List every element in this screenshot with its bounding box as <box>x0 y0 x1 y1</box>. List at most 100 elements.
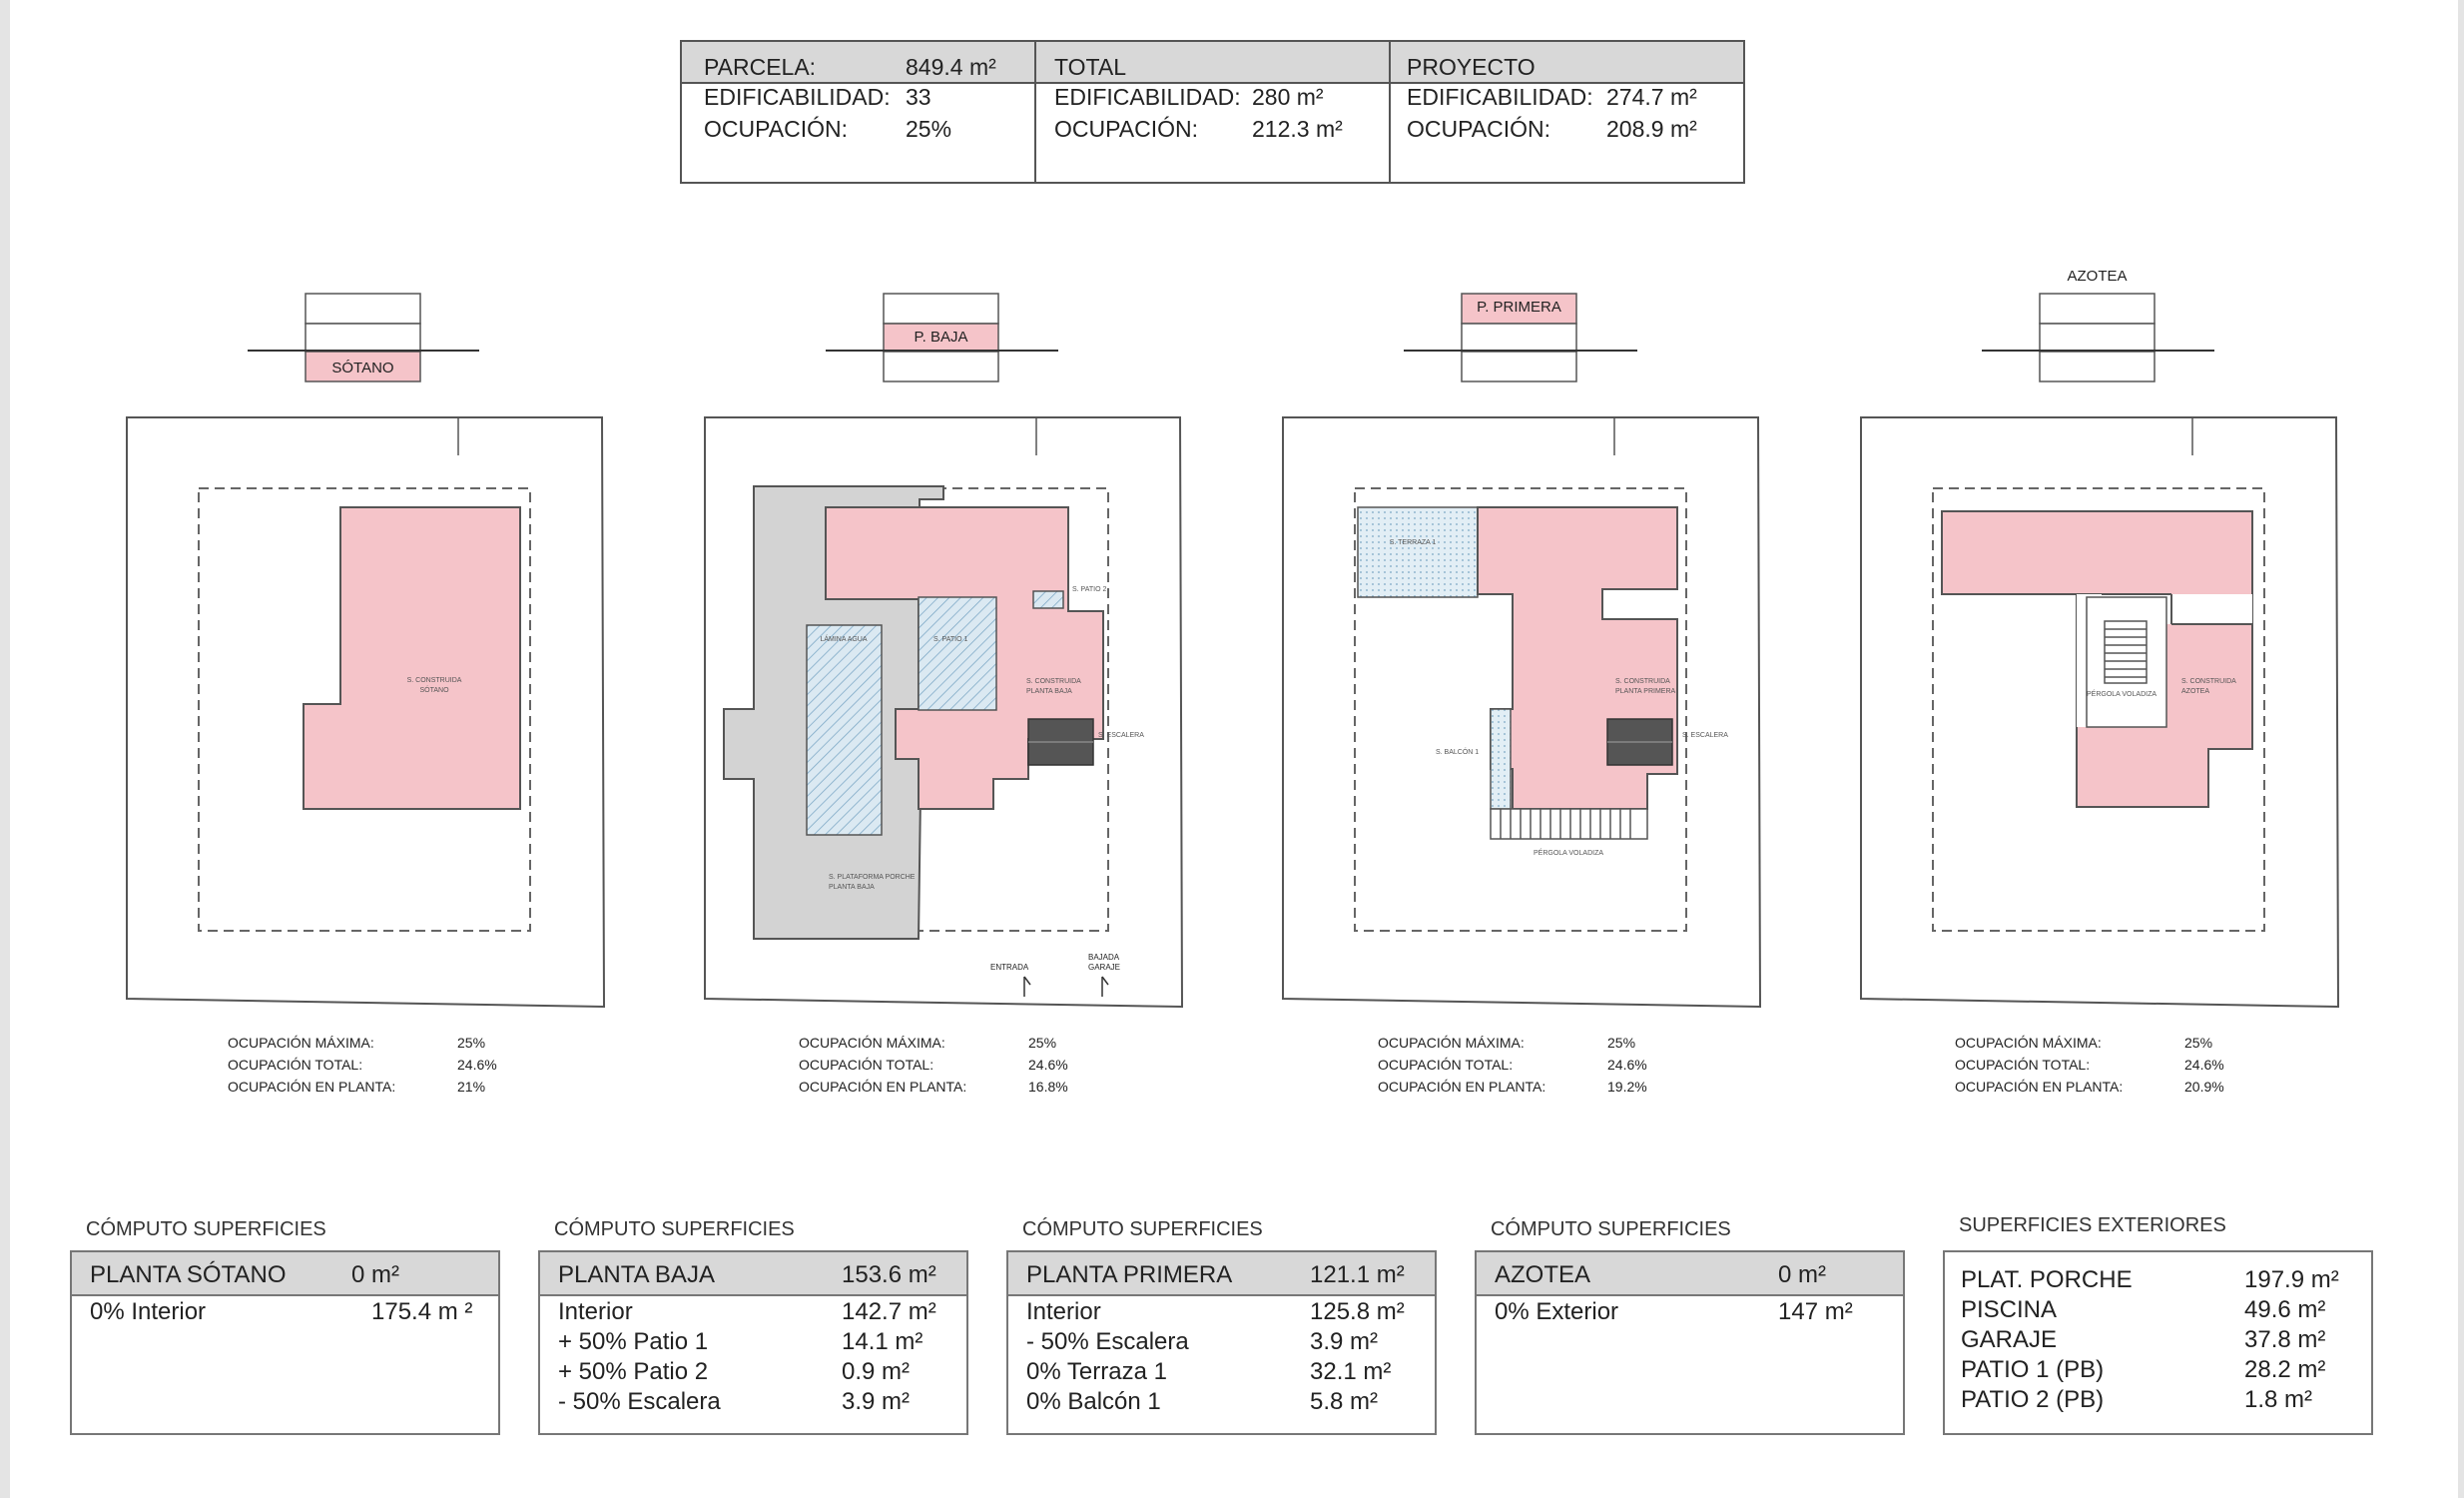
computo-row-label: - 50% Escalera <box>1026 1328 1189 1355</box>
bajada-label: BAJADA <box>1088 953 1120 962</box>
occ-total-label: OCUPACIÓN TOTAL: <box>1955 1057 2091 1073</box>
computo-box-baja: PLANTA BAJA 153.6 m² Interior 142.7 m² +… <box>538 1250 968 1435</box>
exteriores-box: PLAT. PORCHE 197.9 m² PISCINA 49.6 m² GA… <box>1943 1250 2373 1435</box>
svg-text:S. PATIO 1: S. PATIO 1 <box>933 636 967 643</box>
computo-box-head: PLANTA PRIMERA 121.1 m² <box>1008 1252 1435 1296</box>
computo-heading-azotea: CÓMPUTO SUPERFICIES <box>1491 1218 1731 1240</box>
plan-azotea: PÉRGOLA VOLADIZA S. CONSTRUIDA AZOTEA <box>1860 416 2340 1009</box>
computo-title: PLANTA SÓTANO <box>90 1261 287 1288</box>
computo-row-value: 147 m² <box>1778 1298 1853 1325</box>
svg-text:S. CONSTRUIDA: S. CONSTRUIDA <box>407 677 462 684</box>
computo-title: PLANTA BAJA <box>558 1261 715 1288</box>
computo-title: AZOTEA <box>1495 1261 1591 1288</box>
occ-max-label: OCUPACIÓN MÁXIMA: <box>1955 1035 2102 1051</box>
svg-text:S. BALCÓN 1: S. BALCÓN 1 <box>1436 747 1479 756</box>
parcela-edif-label: EDIFICABILIDAD: <box>704 84 891 110</box>
occ-total-label: OCUPACIÓN TOTAL: <box>799 1057 934 1073</box>
total-ocup-value: 212.3 m² <box>1252 116 1343 142</box>
svg-text:AZOTEA: AZOTEA <box>2181 688 2209 695</box>
total-edif-label: EDIFICABILIDAD: <box>1054 84 1241 110</box>
summary-head <box>682 42 1034 84</box>
floor-plans: S. CONSTRUIDA SÓTANO LÁMINA AGUA S. PLAT… <box>126 293 2340 1009</box>
occ-max-value: 25% <box>1028 1035 1057 1051</box>
occ-max-label: OCUPACIÓN MÁXIMA: <box>228 1035 374 1051</box>
svg-text:S. PLATAFORMA PORCHE: S. PLATAFORMA PORCHE <box>829 874 916 881</box>
computo-box-head: AZOTEA 0 m² <box>1477 1252 1903 1296</box>
svg-text:S. PATIO 2: S. PATIO 2 <box>1072 586 1106 593</box>
occ-max-value: 25% <box>1607 1035 1636 1051</box>
computo-title: PLANTA PRIMERA <box>1026 1261 1233 1288</box>
level-label-primera: P. PRIMERA <box>1477 299 1561 316</box>
occ-planta-value: 19.2% <box>1607 1079 1647 1095</box>
svg-text:S. CONSTRUIDA: S. CONSTRUIDA <box>2181 678 2236 685</box>
exteriores-row-value: 28.2 m² <box>2244 1356 2326 1383</box>
exteriores-row-label: PLAT. PORCHE <box>1961 1266 2133 1293</box>
svg-text:SÓTANO: SÓTANO <box>419 685 449 694</box>
computo-box-head: PLANTA BAJA 153.6 m² <box>540 1252 966 1296</box>
exteriores-row-label: PATIO 1 (PB) <box>1961 1356 2105 1383</box>
svg-text:PLANTA BAJA: PLANTA BAJA <box>829 884 875 891</box>
entrada-label: ENTRADA <box>990 963 1029 972</box>
proyecto-edif-value: 274.7 m² <box>1606 84 1697 110</box>
total-edif-value: 280 m² <box>1252 84 1324 110</box>
plan-primera: S. TERRAZA 1 S. CONSTRUIDA PLANTA PRIMER… <box>1282 416 1762 1009</box>
svg-text:PÉRGOLA VOLADIZA: PÉRGOLA VOLADIZA <box>1534 848 1603 857</box>
occ-planta-value: 16.8% <box>1028 1079 1068 1095</box>
occ-total-label: OCUPACIÓN TOTAL: <box>228 1057 363 1073</box>
exteriores-row-value: 37.8 m² <box>2244 1326 2326 1353</box>
level-indicator-baja <box>826 293 1058 382</box>
occ-max-label: OCUPACIÓN MÁXIMA: <box>1378 1035 1525 1051</box>
computo-box-primera: PLANTA PRIMERA 121.1 m² Interior 125.8 m… <box>1006 1250 1437 1435</box>
computo-box-head: PLANTA SÓTANO 0 m² <box>72 1252 498 1296</box>
computo-title-value: 0 m² <box>351 1261 399 1288</box>
parcela-ocup-label: OCUPACIÓN: <box>704 116 848 142</box>
level-label-baja: P. BAJA <box>914 329 968 346</box>
exteriores-row-value: 1.8 m² <box>2244 1386 2313 1413</box>
occ-total-value: 24.6% <box>1607 1057 1647 1073</box>
occ-total-label: OCUPACIÓN TOTAL: <box>1378 1057 1514 1073</box>
computo-box-azotea: AZOTEA 0 m² 0% Exterior 147 m² <box>1475 1250 1905 1435</box>
plan-sotano: S. CONSTRUIDA SÓTANO <box>126 416 606 1009</box>
occ-total-value: 24.6% <box>457 1057 497 1073</box>
level-indicator-azotea <box>1982 293 2214 382</box>
computo-row-value: 0.9 m² <box>842 1358 911 1385</box>
parcela-edif-value: 33 <box>906 84 931 110</box>
total-label: TOTAL <box>1054 54 1126 80</box>
occ-planta-label: OCUPACIÓN EN PLANTA: <box>228 1079 396 1095</box>
garaje-label: GARAJE <box>1088 963 1121 972</box>
svg-text:S. TERRAZA 1: S. TERRAZA 1 <box>1390 539 1437 546</box>
occ-max-value: 25% <box>457 1035 486 1051</box>
computo-row-value: 5.8 m² <box>1310 1388 1379 1415</box>
summary-table: PARCELA: 849.4 m² EDIFICABILIDAD: 33 OCU… <box>680 40 1745 184</box>
summary-proyecto: PROYECTO EDIFICABILIDAD: 274.7 m² OCUPAC… <box>1389 42 1743 182</box>
svg-text:S. CONSTRUIDA: S. CONSTRUIDA <box>1615 678 1670 685</box>
computo-row-value: 3.9 m² <box>1310 1328 1379 1355</box>
exteriores-row-value: 197.9 m² <box>2244 1266 2339 1293</box>
parcela-value: 849.4 m² <box>906 54 996 80</box>
exteriores-row-label: GARAJE <box>1961 1326 2058 1353</box>
computo-row-label: + 50% Patio 2 <box>558 1358 709 1385</box>
summary-total: TOTAL EDIFICABILIDAD: 280 m² OCUPACIÓN: … <box>1034 42 1389 182</box>
total-ocup-label: OCUPACIÓN: <box>1054 116 1198 142</box>
occ-total-value: 24.6% <box>1028 1057 1068 1073</box>
computo-row-label: 0% Terraza 1 <box>1026 1358 1167 1385</box>
computo-row-value: 142.7 m² <box>842 1298 936 1325</box>
svg-text:PÉRGOLA VOLADIZA: PÉRGOLA VOLADIZA <box>2087 689 2156 698</box>
svg-text:PLANTA PRIMERA: PLANTA PRIMERA <box>1615 688 1675 695</box>
proyecto-edif-label: EDIFICABILIDAD: <box>1407 84 1593 110</box>
computo-row-label: - 50% Escalera <box>558 1388 721 1415</box>
computo-row-label: + 50% Patio 1 <box>558 1328 709 1355</box>
summary-head <box>1036 42 1389 84</box>
occ-planta-value: 21% <box>457 1079 486 1095</box>
parcela-ocup-value: 25% <box>906 116 952 142</box>
level-label-sotano: SÓTANO <box>331 360 394 376</box>
computo-row-label: 0% Exterior <box>1495 1298 1619 1325</box>
computo-row-label: Interior <box>1026 1298 1101 1325</box>
parcela-label: PARCELA: <box>704 54 817 80</box>
computo-heading-sotano: CÓMPUTO SUPERFICIES <box>86 1218 326 1240</box>
exteriores-row-label: PISCINA <box>1961 1296 2058 1323</box>
occ-planta-label: OCUPACIÓN EN PLANTA: <box>799 1079 967 1095</box>
occ-planta-label: OCUPACIÓN EN PLANTA: <box>1378 1079 1546 1095</box>
svg-text:LÁMINA AGUA: LÁMINA AGUA <box>820 634 867 643</box>
level-indicator-sotano <box>248 293 479 382</box>
